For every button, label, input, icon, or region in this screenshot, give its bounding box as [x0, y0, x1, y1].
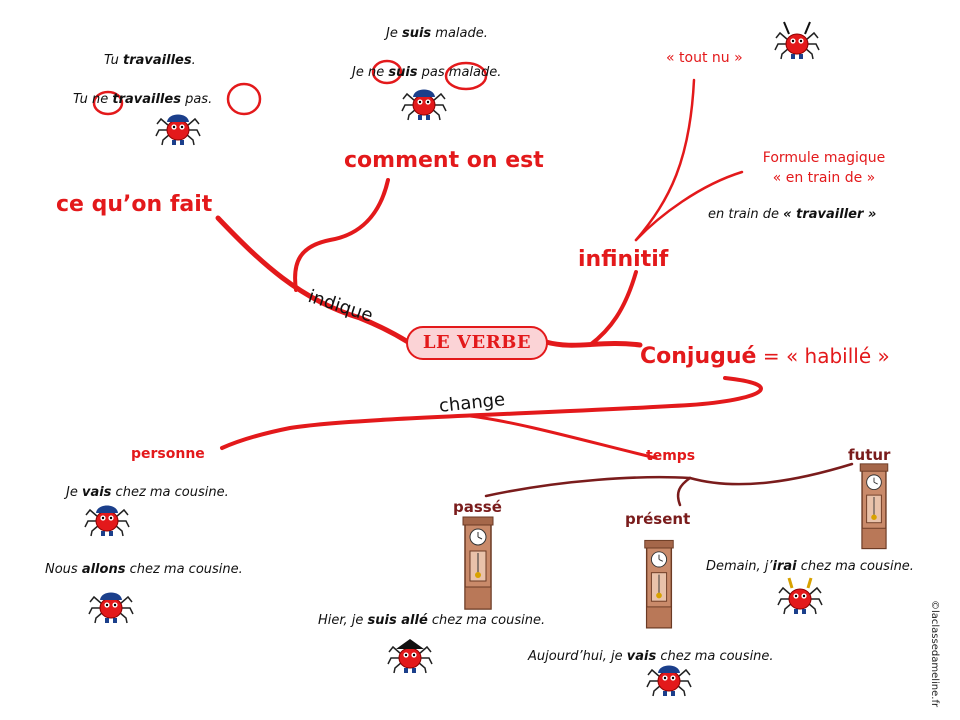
- label-personne: personne: [131, 446, 205, 462]
- text: chez ma cousine.: [125, 562, 243, 577]
- text: Nous: [45, 562, 82, 577]
- text: Je: [66, 485, 82, 500]
- text-bold: vais: [81, 485, 112, 500]
- label-conjugue-group: Conjugué = « habillé »: [640, 344, 890, 369]
- text: Hier, je: [318, 613, 368, 628]
- text-bold: vais: [626, 649, 657, 664]
- branch-futur: [688, 462, 854, 486]
- example-je-suis-malade: Je suis malade.: [386, 26, 488, 41]
- text: Tu ne: [73, 92, 113, 107]
- branch-tout-nu: [634, 78, 696, 242]
- text-bold: suis allé: [367, 613, 428, 628]
- label-infinitif: infinitif: [578, 247, 669, 272]
- branch-ce-quon-fait: [215, 215, 411, 345]
- example-tu-travailles: Tu travailles.: [104, 53, 196, 68]
- text: .: [191, 53, 196, 68]
- text-bold: travailles: [123, 53, 192, 68]
- text: Je: [386, 26, 402, 41]
- text: chez ma cousine.: [111, 485, 229, 500]
- example-je-ne-suis-pas-malade: Je ne suis pas malade.: [352, 65, 501, 80]
- text: pas.: [180, 92, 213, 107]
- copyright-notice: ©laclassedameline.fr: [929, 600, 940, 708]
- text-bold: suis: [401, 26, 432, 41]
- text: chez ma cousine.: [796, 559, 914, 574]
- label-passe: passé: [453, 498, 502, 516]
- example-demain: Demain, j’irai chez ma cousine.: [706, 559, 914, 574]
- example-nous-allons: Nous allons chez ma cousine.: [45, 562, 243, 577]
- example-hier: Hier, je suis allé chez ma cousine.: [318, 613, 545, 628]
- circle-pas-1: [226, 82, 262, 116]
- text: Je ne: [352, 65, 389, 80]
- center-node-le-verbe: LE VERBE: [406, 326, 548, 360]
- text: chez ma cousine.: [656, 649, 774, 664]
- label-formule-magique: Formule magique: [762, 150, 886, 166]
- label-ce-quon-fait: ce qu’on fait: [56, 192, 213, 217]
- text: chez ma cousine.: [427, 613, 546, 628]
- text-bold: irai: [772, 559, 797, 574]
- text: malade.: [431, 26, 488, 41]
- label-present: présent: [625, 510, 691, 528]
- text: Demain, j’: [706, 559, 773, 574]
- text: Tu: [104, 53, 124, 68]
- branch-infinitif: [588, 270, 638, 347]
- label-conjugue: Conjugué: [640, 344, 757, 369]
- branch-comment-on-est: [293, 178, 390, 292]
- text: Aujourd’hui, je: [528, 649, 627, 664]
- label-tout-nu: « tout nu »: [666, 50, 743, 66]
- branch-present: [676, 476, 692, 507]
- text: en train de: [708, 207, 784, 222]
- label-en-train-de: « en train de »: [772, 170, 876, 186]
- branch-passe: [484, 475, 692, 498]
- label-comment-on-est: comment on est: [344, 148, 544, 173]
- branch-temps: [468, 414, 658, 460]
- label-habille: = « habillé »: [756, 344, 890, 368]
- text-bold: allons: [81, 562, 126, 577]
- branch-formule: [634, 170, 744, 242]
- branch-change: [220, 376, 763, 450]
- text-bold: « travailler »: [783, 207, 877, 222]
- label-temps: temps: [646, 448, 696, 464]
- text-bold: suis: [388, 65, 418, 80]
- text-bold: travailles: [112, 92, 181, 107]
- circle-pas-2: [444, 61, 488, 91]
- circle-ne-2: [371, 59, 403, 85]
- example-je-vais: Je vais chez ma cousine.: [66, 485, 229, 500]
- text: pas malade.: [417, 65, 502, 80]
- example-aujourdhui: Aujourd’hui, je vais chez ma cousine.: [528, 649, 774, 664]
- circle-ne-1: [92, 90, 124, 116]
- example-tu-ne-travailles-pas: Tu ne travailles pas.: [73, 92, 212, 107]
- example-en-train-de: en train de « travailler »: [708, 207, 876, 222]
- label-futur: futur: [848, 446, 891, 464]
